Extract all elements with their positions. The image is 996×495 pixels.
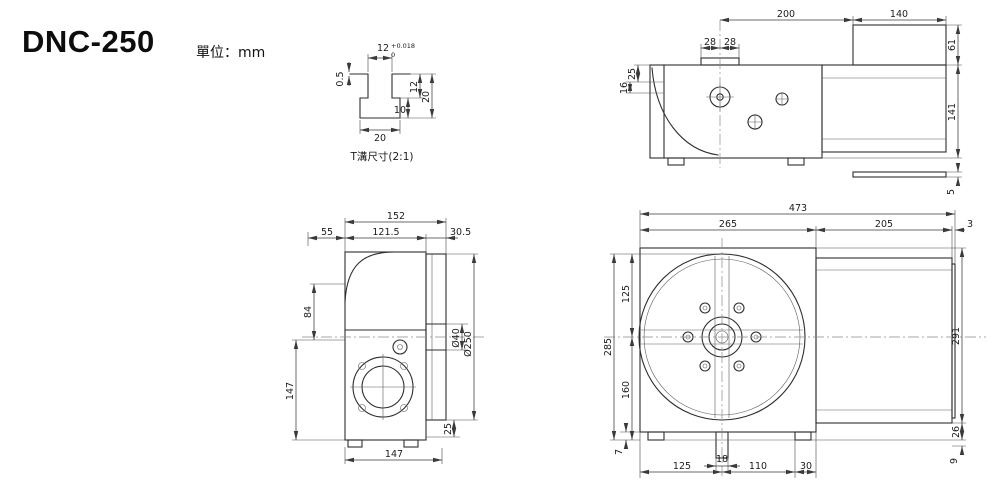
top-base-plate (852, 171, 947, 178)
dim-291: 291 (951, 327, 962, 345)
front-motor (815, 257, 953, 424)
top-motor-box (852, 24, 947, 66)
tslot-dimensions: 12 +0.018 0 0.5 12 20 10 20 T溝尺寸(2:1) (335, 42, 436, 163)
dim-84: 84 (303, 306, 314, 318)
model-title: DNC-250 (22, 24, 155, 59)
side-view-dimensions: 152 55 121.5 30.5 84 147 147 25 Ø40 Ø250 (285, 211, 478, 464)
front-view-geometry (604, 238, 986, 476)
dim-depth-total: 20 (421, 91, 432, 103)
dim-61: 61 (947, 39, 958, 51)
top-view-geometry (649, 20, 947, 178)
dim-7: 7 (614, 449, 625, 455)
side-view: 152 55 121.5 30.5 84 147 147 25 Ø40 Ø250 (285, 211, 484, 464)
top-foot-left (667, 157, 685, 166)
dim-200: 200 (777, 9, 795, 20)
side-view-geometry (302, 251, 484, 448)
dim-3: 3 (967, 219, 973, 230)
dim-110: 110 (749, 461, 767, 472)
tslot-caption: T溝尺寸(2:1) (349, 150, 413, 163)
dim-147-bottom: 147 (385, 449, 403, 460)
dim-55: 55 (321, 227, 333, 238)
top-view: 200 140 28 28 25 16 61 141 5 (619, 9, 962, 195)
side-foot-right (403, 439, 419, 448)
unit-label: 單位：mm (196, 45, 265, 61)
top-main-housing (649, 64, 823, 159)
dim-30: 30 (800, 461, 812, 472)
dim-25-side: 25 (443, 423, 454, 435)
front-foot-right (794, 431, 812, 441)
dim-28-right: 28 (724, 37, 736, 48)
side-housing (344, 251, 427, 441)
dim-28-left: 28 (704, 37, 716, 48)
drawing-header: DNC-250 單位：mm (22, 24, 265, 61)
top-view-dimensions: 200 140 28 28 25 16 61 141 5 (619, 9, 962, 195)
dim-wide-height: 10 (394, 105, 406, 116)
dim-5: 5 (946, 189, 957, 195)
front-end-cap (951, 263, 956, 419)
dim-tolerance-zero: 0 (391, 51, 395, 59)
dim-dia-40: Ø40 (451, 328, 462, 348)
dim-121-5: 121.5 (372, 227, 399, 238)
dim-205: 205 (875, 219, 893, 230)
side-plug-circle (392, 339, 408, 355)
dim-dia-250: Ø250 (463, 331, 474, 357)
dim-140: 140 (890, 9, 908, 20)
dim-30-5: 30.5 (450, 227, 471, 238)
tslot-detail-view: 12 +0.018 0 0.5 12 20 10 20 T溝尺寸(2:1) (335, 42, 436, 163)
tslot-geometry (349, 73, 411, 119)
dim-25: 25 (627, 68, 638, 80)
dim-16: 16 (619, 82, 630, 94)
top-foot-right (787, 157, 805, 166)
dim-285: 285 (603, 338, 614, 356)
dim-160: 160 (621, 381, 632, 399)
dim-wide-width: 20 (374, 133, 386, 144)
dim-473: 473 (789, 203, 807, 214)
dim-9: 9 (949, 458, 960, 464)
front-view-dimensions: 473 265 205 3 125 285 160 291 26 9 7 (603, 203, 973, 478)
front-foot-left (647, 431, 665, 441)
dim-tolerance-plus: +0.018 (391, 42, 415, 50)
dim-18: 18 (716, 454, 728, 465)
dim-125-bottom: 125 (673, 461, 691, 472)
dim-depth-narrow: 12 (409, 81, 420, 93)
dim-chamfer: 0.5 (335, 71, 346, 86)
side-foot-left (347, 439, 363, 448)
front-view: 473 265 205 3 125 285 160 291 26 9 7 (603, 203, 986, 478)
dim-slot-width: 12 (377, 43, 389, 54)
dim-265: 265 (719, 219, 737, 230)
dim-152: 152 (387, 211, 405, 222)
dim-141: 141 (947, 103, 958, 121)
dim-147-left: 147 (285, 382, 296, 400)
dim-125-left: 125 (621, 285, 632, 303)
dim-26: 26 (951, 426, 962, 438)
